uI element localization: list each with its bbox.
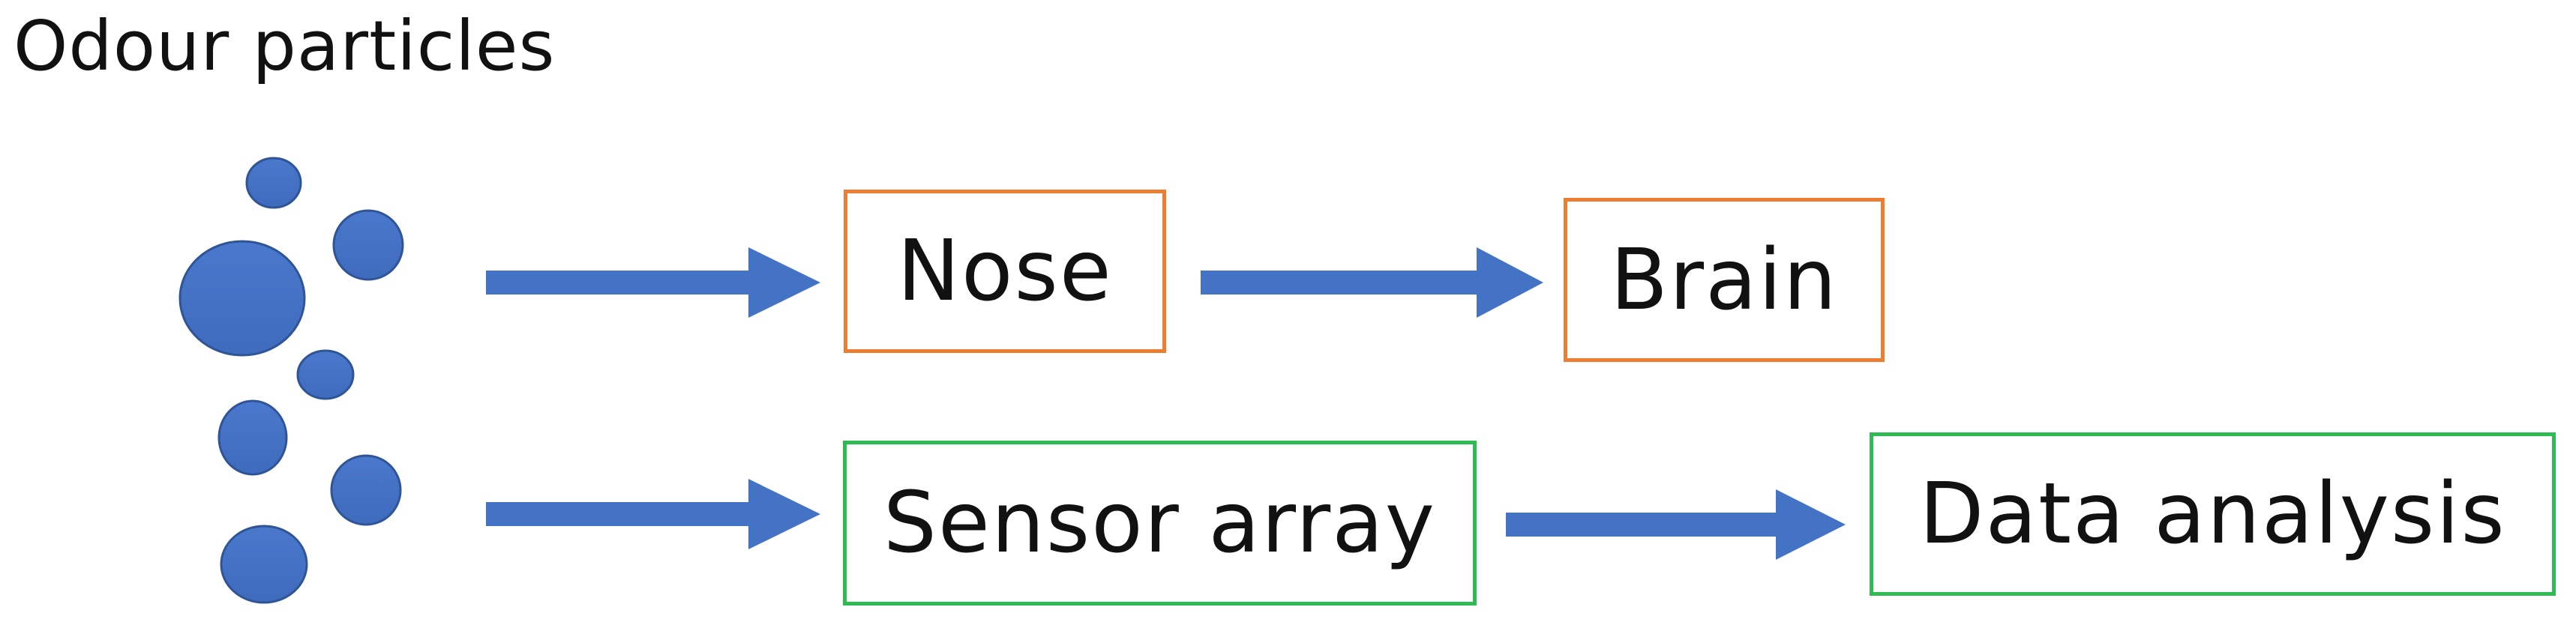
particle bbox=[330, 454, 402, 526]
particle bbox=[296, 349, 355, 400]
sensor-array-box: Sensor array bbox=[843, 441, 1477, 606]
data-analysis-box: Data analysis bbox=[1870, 432, 2556, 596]
arrow-particles-to-sensor bbox=[486, 479, 820, 549]
arrow-shaft bbox=[1201, 271, 1478, 295]
particle bbox=[217, 399, 288, 476]
arrow-head bbox=[1477, 247, 1543, 318]
nose-box: Nose bbox=[844, 190, 1166, 353]
particle bbox=[178, 240, 306, 357]
arrow-nose-to-brain bbox=[1201, 247, 1543, 318]
arrow-particles-to-nose bbox=[486, 247, 820, 318]
brain-label: Brain bbox=[1610, 231, 1838, 329]
diagram-title: Odour particles bbox=[13, 6, 556, 86]
arrow-head bbox=[748, 247, 820, 318]
arrow-head bbox=[1776, 489, 1846, 560]
arrow-shaft bbox=[486, 502, 750, 526]
odour-particles bbox=[178, 157, 404, 604]
data-analysis-label: Data analysis bbox=[1919, 465, 2506, 563]
particle bbox=[220, 525, 308, 604]
nose-label: Nose bbox=[897, 223, 1113, 320]
arrow-shaft bbox=[1506, 513, 1777, 537]
sensor-array-label: Sensor array bbox=[883, 474, 1437, 572]
brain-box: Brain bbox=[1564, 198, 1885, 362]
particle bbox=[245, 157, 302, 209]
arrow-sensor-to-data bbox=[1506, 489, 1846, 560]
arrow-shaft bbox=[486, 271, 750, 295]
particle bbox=[332, 209, 404, 281]
arrow-head bbox=[748, 479, 820, 549]
